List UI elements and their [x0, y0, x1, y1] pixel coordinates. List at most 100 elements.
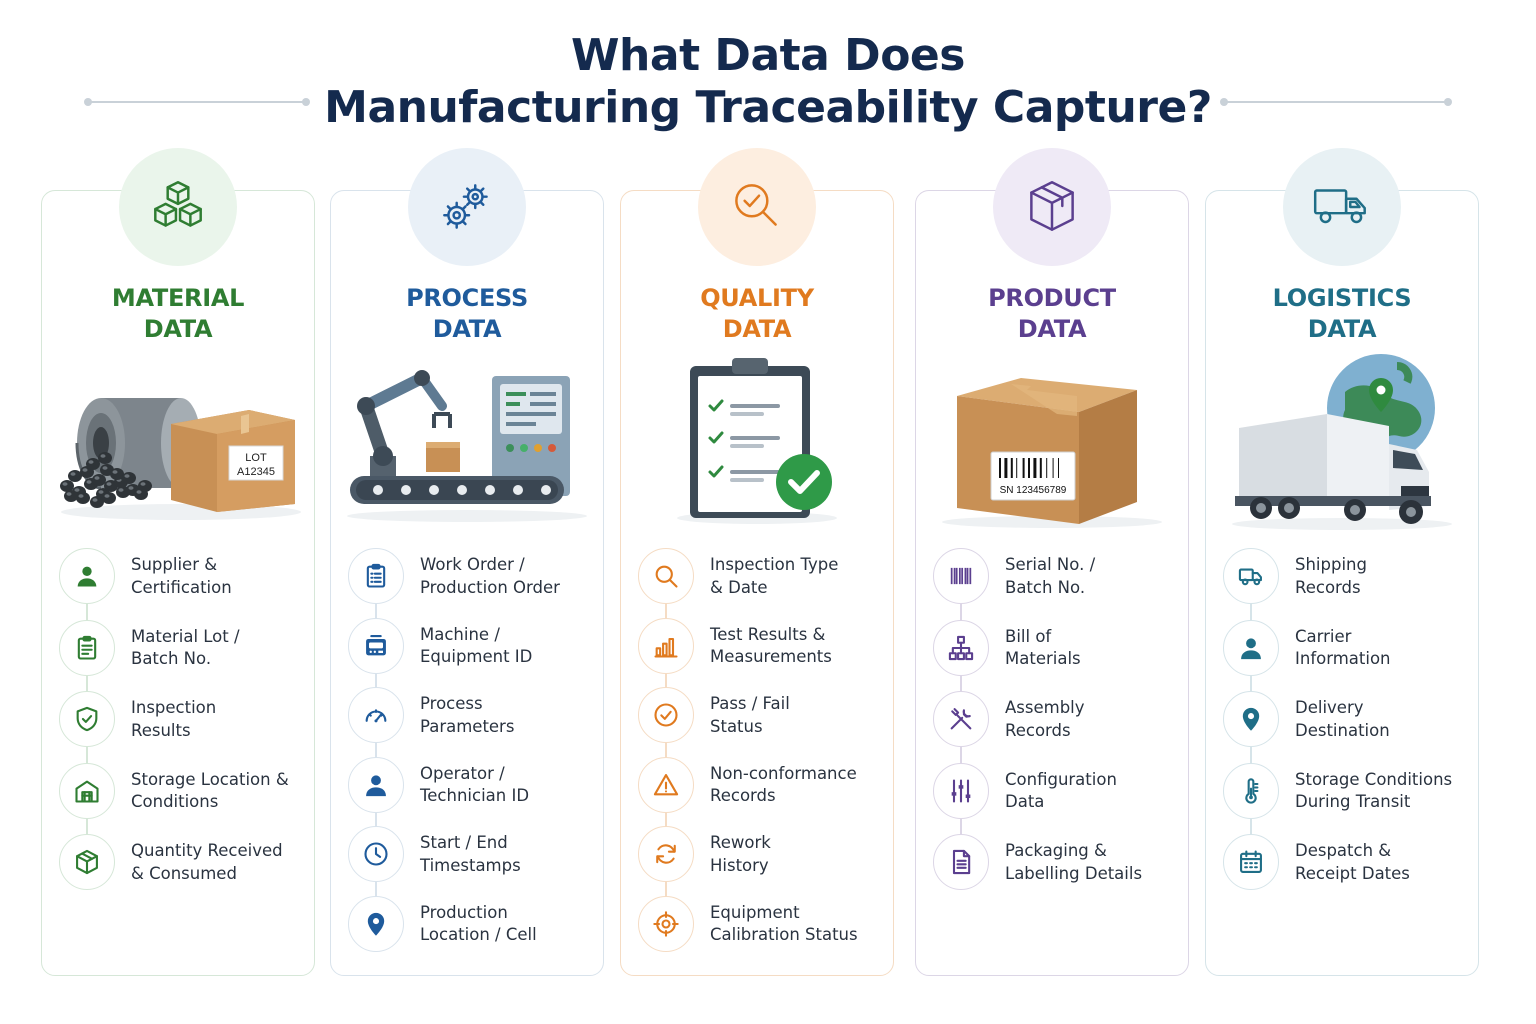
item-label-line-1: Material Lot / — [131, 626, 240, 646]
item-label-line-1: Carrier — [1295, 626, 1352, 646]
heading-material-line-2: DATA — [143, 315, 213, 343]
item-label: Despatch &Receipt Dates — [1295, 840, 1475, 885]
thermometer-icon — [1223, 762, 1279, 819]
page-title-line-2: Manufacturing Traceability Capture? — [324, 82, 1212, 133]
item-label-line-2: Certification — [131, 577, 232, 597]
item-label-line-2: Records — [1005, 720, 1071, 740]
item-label-line-2: & Date — [710, 577, 768, 597]
gears-icon — [408, 148, 526, 266]
item-label: Inspection Type& Date — [710, 554, 890, 599]
lot-label-line-1: LOT — [245, 452, 267, 464]
item-label-line-2: Calibration Status — [710, 925, 858, 944]
item-label-line-2: Records — [1295, 577, 1361, 597]
item-material-5: Quantity Received& Consumed — [59, 834, 309, 892]
truck-icon — [1283, 148, 1401, 266]
item-quality-2: Test Results &Measurements — [638, 617, 888, 676]
clock-icon — [348, 826, 404, 882]
package-icon — [993, 148, 1111, 266]
item-label-line-2: Technician ID — [420, 786, 530, 805]
warning-icon — [638, 756, 694, 813]
item-label-line-2: Equipment ID — [420, 647, 533, 666]
item-label: Material Lot / Batch No. — [131, 626, 311, 671]
item-label-line-1: Non-conformance — [710, 763, 857, 783]
warehouse-icon — [59, 762, 115, 819]
illustration-process — [330, 352, 604, 532]
hierarchy-icon — [933, 619, 989, 676]
item-label-line-2: Parameters — [420, 716, 515, 736]
operator-icon — [348, 756, 404, 813]
item-label-line-2: Conditions — [131, 792, 219, 811]
item-label-line-2: Batch No. — [131, 649, 212, 668]
shield-check-icon — [59, 691, 115, 747]
clipboard-icon — [59, 619, 115, 676]
item-label: Operator / Technician ID — [420, 763, 600, 808]
heading-process-line-1: PROCESS — [406, 284, 528, 312]
item-label-line-2: Records — [710, 786, 776, 805]
item-label-line-2: Results — [131, 720, 191, 740]
item-label-line-1: Pass / Fail — [710, 694, 790, 713]
item-logistics-5: Despatch &Receipt Dates — [1223, 834, 1473, 892]
item-label-line-2: Information — [1295, 649, 1391, 668]
tools-icon — [933, 691, 989, 747]
item-label-line-1: Packaging & — [1005, 841, 1107, 860]
rail-process — [375, 576, 377, 924]
item-product-5: Packaging &Labelling Details — [933, 834, 1183, 892]
document-icon — [933, 834, 989, 890]
machine-icon — [348, 617, 404, 674]
item-label-line-1: Quantity Received — [131, 841, 283, 860]
crosshair-icon — [638, 895, 694, 952]
page-title-line-1: What Data Does — [571, 30, 965, 81]
heading-quality-line-2: DATA — [722, 315, 792, 343]
heading-quality-line-1: QUALITY — [700, 284, 814, 312]
item-label-line-2: Materials — [1005, 649, 1081, 668]
item-label-line-1: Equipment — [710, 902, 800, 922]
refresh-icon — [638, 826, 694, 882]
item-label-line-2: Location / Cell — [420, 925, 537, 944]
item-label: Packaging &Labelling Details — [1005, 840, 1185, 885]
lot-label-line-2: A12345 — [237, 466, 275, 478]
item-material-2: Material Lot / Batch No. — [59, 619, 311, 678]
work-order-icon — [348, 548, 404, 604]
heading-product-line-1: PRODUCT — [988, 284, 1116, 312]
item-material-4: Storage Location & Conditions — [59, 762, 311, 821]
item-label-line-2: Timestamps — [420, 855, 521, 875]
item-label-line-2: Batch No. — [1005, 577, 1086, 597]
item-label-line-1: Operator / — [420, 763, 505, 783]
sliders-icon — [933, 762, 989, 819]
item-label: Storage Location & Conditions — [131, 769, 311, 814]
item-label-line-2: Data — [1005, 792, 1045, 811]
item-label-line-1: Storage Location & — [131, 769, 289, 789]
illustration-logistics — [1205, 352, 1479, 532]
page-title: What Data Does Manufacturing Traceabilit… — [0, 30, 1536, 134]
item-label-line-1: Inspection — [131, 698, 217, 717]
check-circle-icon — [638, 687, 694, 743]
item-label: Machine /Equipment ID — [420, 624, 600, 669]
heading-quality: QUALITY DATA — [620, 283, 894, 345]
item-label-line-2: History — [710, 855, 769, 875]
item-label-line-1: Delivery — [1295, 698, 1364, 717]
item-label-line-1: Shipping — [1295, 555, 1367, 574]
illustration-product: SN 123456789 — [915, 352, 1189, 532]
item-label-line-2: Destination — [1295, 720, 1390, 740]
gauge-icon — [348, 687, 404, 743]
destination-pin-icon — [1223, 691, 1279, 747]
